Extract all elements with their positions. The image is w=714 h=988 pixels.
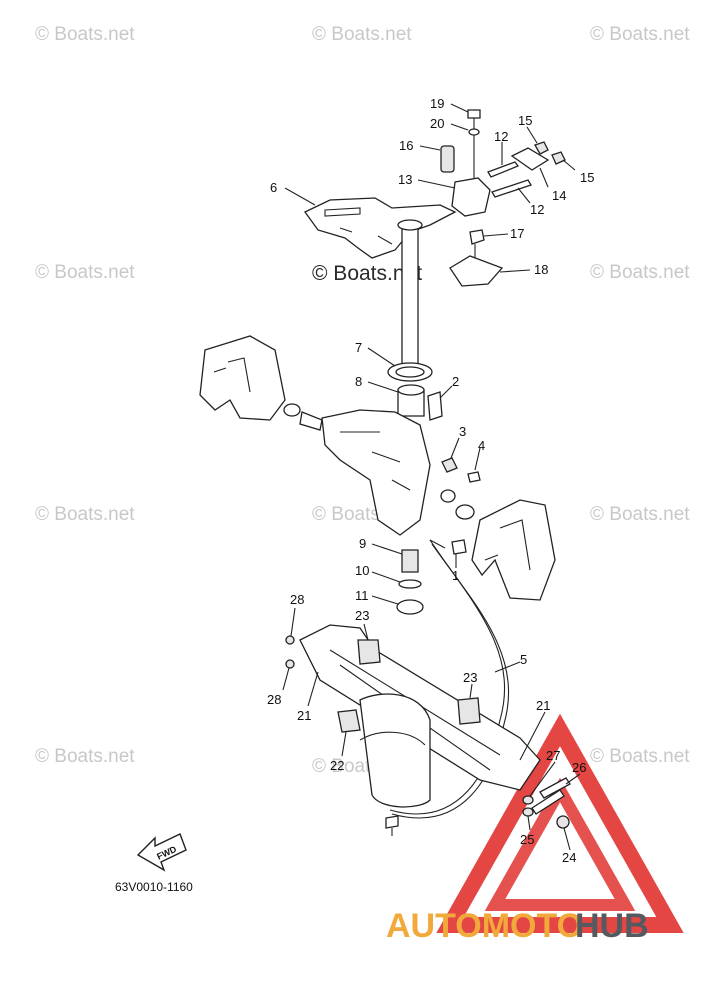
callout-14: 14: [552, 188, 566, 203]
watermark: © Boats.net: [35, 262, 135, 283]
callout-8: 8: [355, 374, 362, 389]
callout-15: 15: [580, 170, 594, 185]
callout-4: 4: [478, 438, 485, 453]
friction-holder: [451, 177, 491, 217]
callout-21: 21: [297, 708, 311, 723]
watermark: © Boats.net: [35, 24, 135, 45]
callout-20: 20: [430, 116, 444, 131]
callout-6: 6: [270, 180, 277, 195]
fwd-arrow: FWD: [136, 833, 187, 872]
callout-19: 19: [430, 96, 444, 111]
callout-2: 2: [452, 374, 459, 389]
rubber-damper: [357, 639, 381, 665]
callout-16: 16: [399, 138, 413, 153]
leader-lines: [282, 103, 581, 851]
logo-triangle: [436, 713, 684, 933]
watermark: © Boats.net: [590, 504, 690, 525]
watermark: © Boats.net: [312, 24, 412, 45]
callout-21: 21: [536, 698, 550, 713]
callout-22: 22: [330, 758, 344, 773]
pin: [440, 145, 455, 173]
callout-11: 11: [355, 588, 369, 603]
callout-28: 28: [267, 692, 281, 707]
callout-28: 28: [290, 592, 304, 607]
steering-shaft: [401, 224, 419, 371]
watermark: © Boats.net: [590, 24, 690, 45]
diagram-code: 63V0010-1160: [115, 880, 193, 894]
callout-1: 1: [452, 568, 459, 583]
callout-labels: 19 20 16 12 15 13 14 15 6 12 17 18 7 8 2…: [267, 96, 594, 865]
watermark: © Boats.net: [35, 746, 135, 767]
clamp-bracket-left: [199, 335, 286, 421]
callout-15: 15: [518, 113, 532, 128]
watermark: © Boats.net: [590, 746, 690, 767]
logo-text-part1: AUTOMOTO: [386, 907, 583, 945]
automotohub-logo: AUTOMOTO HUB: [386, 907, 649, 945]
callout-23: 23: [463, 670, 477, 685]
watermark: © Boats.net: [35, 504, 135, 525]
friction-plate: [449, 255, 504, 287]
callout-24: 24: [562, 850, 576, 865]
callout-26: 26: [572, 760, 586, 775]
callout-27: 27: [546, 748, 560, 763]
callout-7: 7: [355, 340, 362, 355]
callout-12: 12: [494, 129, 508, 144]
callout-17: 17: [510, 226, 524, 241]
upper-casing: [359, 693, 431, 808]
bushing-lower: [401, 549, 419, 573]
callout-9: 9: [359, 536, 366, 551]
parts-drawing: [199, 109, 571, 836]
clamp-bracket-right: [471, 499, 556, 601]
watermark: © Boats.net: [590, 262, 690, 283]
main-watermark: © Boats.net: [312, 262, 422, 285]
rubber-damper: [337, 709, 361, 733]
logo-text-part2: HUB: [575, 907, 649, 945]
steering-bracket: [304, 197, 457, 259]
callout-23: 23: [355, 608, 369, 623]
callout-10: 10: [355, 563, 369, 578]
callout-13: 13: [398, 172, 412, 187]
fwd-arrow-icon: [136, 833, 187, 872]
callout-3: 3: [459, 424, 466, 439]
callout-25: 25: [520, 832, 534, 847]
rubber-damper: [457, 697, 481, 725]
swivel-bracket: [321, 409, 431, 536]
callout-5: 5: [520, 652, 527, 667]
callout-12: 12: [530, 202, 544, 217]
callout-18: 18: [534, 262, 548, 277]
